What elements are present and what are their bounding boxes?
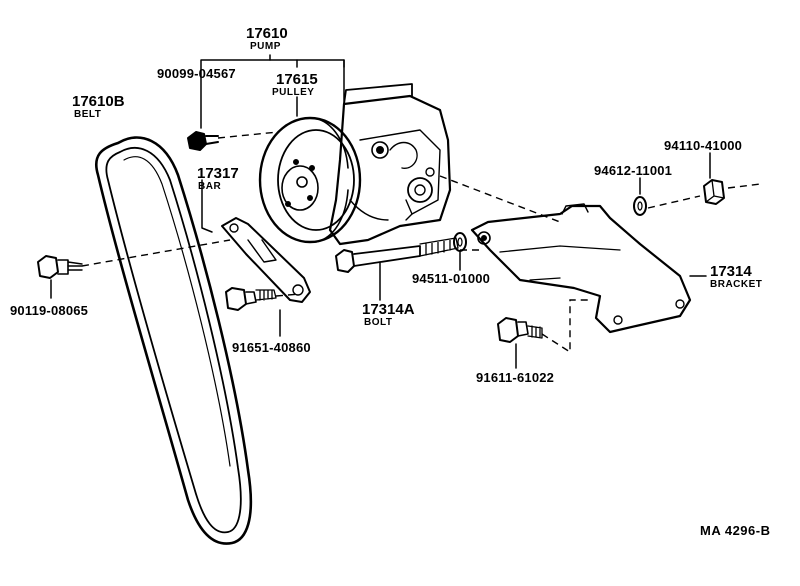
drawing-reference: MA 4296-B — [700, 523, 771, 538]
bracket-bolt-drawing — [497, 317, 543, 369]
pump-bolt-part-number: 90099-04567 — [157, 66, 236, 81]
nut-washer-drawing — [633, 177, 647, 216]
pump-part-number: 17610 — [246, 25, 288, 42]
washer-part-number: 94511-01000 — [412, 271, 491, 286]
bar-bolt-part-number: 91651-40860 — [232, 340, 311, 355]
bracket-bolt-part-number: 91611-61022 — [476, 370, 555, 385]
pulley-part-name: PULLEY — [272, 87, 315, 98]
long-bolt-part-number: 17314A — [362, 301, 415, 318]
belt-part-number: 17610B — [72, 93, 125, 110]
bar-bolt-drawing — [225, 287, 281, 337]
nut-part-number: 94110-41000 — [664, 138, 743, 153]
belt-part-name: BELT — [74, 109, 102, 120]
bar-drawing — [201, 179, 311, 303]
belt-bolt-drawing — [37, 255, 83, 299]
bracket-part-name: BRACKET — [710, 279, 763, 290]
long-bolt-drawing — [335, 237, 459, 301]
bracket-drawing — [470, 203, 707, 334]
bar-part-number: 17317 — [197, 165, 239, 182]
pump-body-drawing — [328, 59, 452, 246]
belt-bolt-part-number: 90119-08065 — [10, 303, 89, 318]
nut-drawing — [703, 152, 725, 205]
belt-drawing — [95, 136, 253, 545]
pump-part-name: PUMP — [250, 41, 281, 52]
pump-bolt-drawing — [187, 76, 219, 151]
long-bolt-part-name: BOLT — [364, 317, 393, 328]
nut-washer-part-number: 94612-11001 — [594, 163, 673, 178]
washer-drawing — [453, 232, 467, 271]
pulley-part-number: 17615 — [276, 71, 318, 88]
pulley-drawing — [258, 96, 362, 244]
pump-leader-bracket — [200, 54, 345, 78]
assembly-guide-lines — [81, 131, 761, 354]
bracket-part-number: 17314 — [710, 263, 752, 280]
bar-part-name: BAR — [198, 181, 222, 192]
